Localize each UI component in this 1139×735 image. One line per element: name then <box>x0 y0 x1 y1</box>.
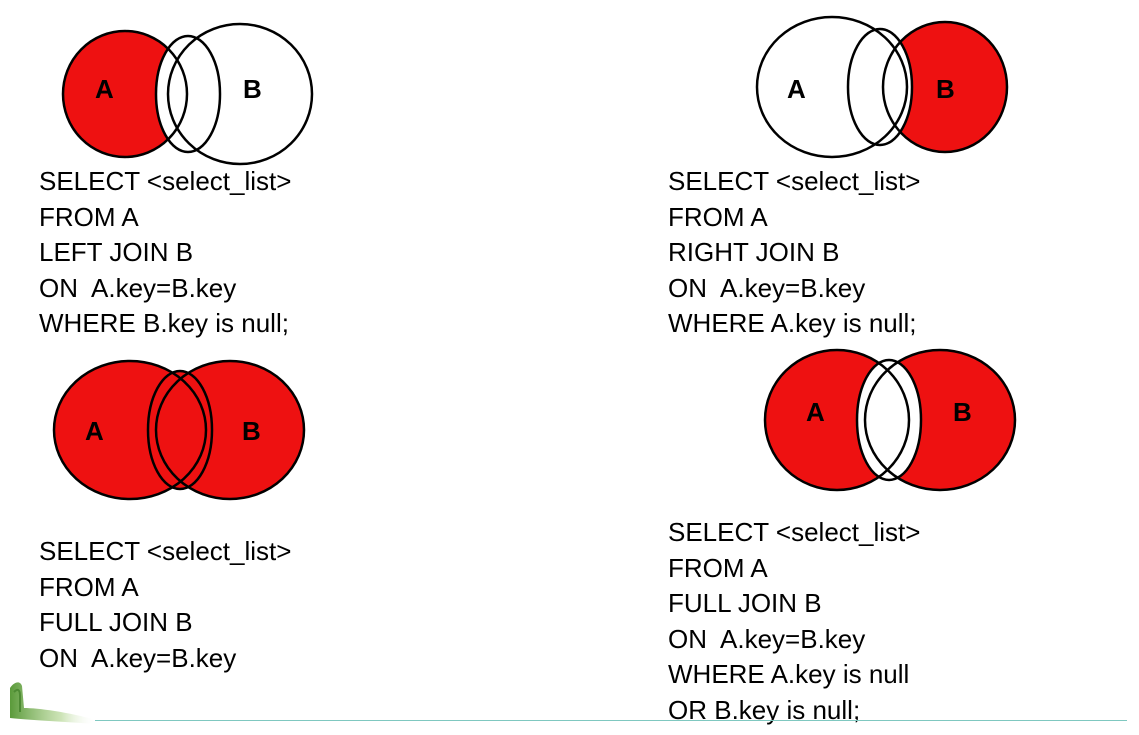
sql-line: ON A.key=B.key <box>668 623 866 654</box>
sql-line: FROM A <box>39 201 139 232</box>
venn-circle-a-outline <box>755 15 909 159</box>
sql-line: ON A.key=B.key <box>668 272 866 303</box>
venn-circle-a-outline <box>763 348 911 492</box>
venn-region-intersection <box>848 29 912 145</box>
sql-line: FULL JOIN B <box>39 607 193 637</box>
sql-query-right-exclusive: SELECT <select_list> FROM A RIGHT JOIN B ON… <box>668 164 920 342</box>
venn-label-b: B <box>936 74 955 104</box>
venn-lens-outline <box>846 27 914 147</box>
venn-diagram-left-exclusive: A B <box>61 22 314 166</box>
corner-leaf-ornament <box>10 682 96 724</box>
venn-label-a: A <box>85 416 104 446</box>
venn-diagram-full-outer: A B <box>52 359 306 501</box>
venn-region-a-only <box>63 31 187 157</box>
sql-line: ON A.key=B.key <box>39 642 237 673</box>
sql-line: SELECT <select_list> <box>668 517 921 547</box>
venn-region-b-only <box>883 22 1007 152</box>
sql-line: LEFT JOIN B <box>39 237 194 267</box>
sql-line: FULL JOIN B <box>668 588 822 618</box>
sql-line: FROM A <box>668 201 768 232</box>
sql-line: SELECT <select_list> <box>39 166 292 196</box>
sql-line: SELECT <select_list> <box>668 166 921 196</box>
sql-query-full-outer: SELECT <select_list> FROM A FULL JOIN B ON … <box>39 534 291 676</box>
sql-line: WHERE B.key is null; <box>39 308 289 338</box>
venn-circle-a-outline <box>61 29 189 159</box>
sql-line: FROM A <box>668 552 768 583</box>
venn-circle-b-outline <box>881 20 1009 154</box>
venn-circle-a-outline <box>52 359 208 501</box>
sql-query-left-exclusive: SELECT <select_list> FROM A LEFT JOIN B ON … <box>39 164 291 342</box>
venn-lens-outline <box>146 369 214 491</box>
venn-label-a: A <box>787 74 806 104</box>
sql-line: ON A.key=B.key <box>39 272 237 303</box>
sql-line: RIGHT JOIN B <box>668 237 840 267</box>
venn-label-a: A <box>806 397 825 427</box>
venn-diagram-full-outer-exclusive: A B <box>763 348 1017 492</box>
sql-query-full-outer-exclusive: SELECT <select_list> FROM A FULL JOIN B ON … <box>668 515 920 728</box>
sql-line: SELECT <select_list> <box>39 536 292 566</box>
venn-label-a: A <box>95 74 114 104</box>
venn-label-b: B <box>243 74 262 104</box>
venn-diagram-right-exclusive: A B <box>755 15 1009 159</box>
venn-lens-outline <box>855 358 923 482</box>
sql-line: WHERE A.key is null <box>668 659 910 689</box>
footer-divider <box>95 720 1127 721</box>
sql-line: FROM A <box>39 571 139 602</box>
venn-lens-outline <box>154 34 222 154</box>
venn-circle-b-outline <box>154 359 306 501</box>
venn-circle-b-outline <box>863 348 1017 492</box>
venn-label-b: B <box>953 397 972 427</box>
sql-line: WHERE A.key is null; <box>668 308 917 338</box>
venn-label-b: B <box>242 416 261 446</box>
sql-line: OR B.key is null; <box>668 694 861 725</box>
venn-circle-b-outline <box>166 22 314 166</box>
